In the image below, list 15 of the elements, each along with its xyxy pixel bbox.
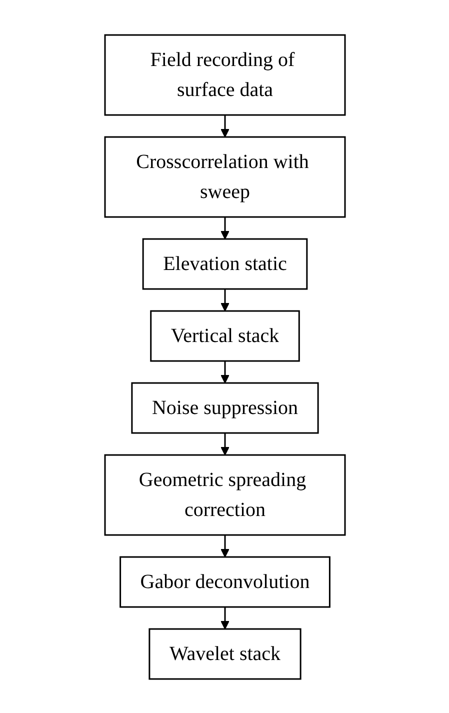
node-box: Gabor deconvolution <box>119 556 330 608</box>
node-box: Noise suppression <box>130 382 318 434</box>
node-box: Geometric spreading correction <box>104 454 346 536</box>
arrow <box>220 534 229 557</box>
arrow <box>220 288 229 311</box>
arrow <box>220 216 229 239</box>
node-box: Wavelet stack <box>148 628 301 680</box>
node-box: Crosscorrelation with sweep <box>104 136 346 218</box>
arrow <box>220 606 229 629</box>
node-box: Field recording of surface data <box>104 34 346 116</box>
node-box: Vertical stack <box>150 310 300 362</box>
arrow <box>220 432 229 455</box>
node-box: Elevation static <box>142 238 308 290</box>
arrow <box>220 360 229 383</box>
arrow <box>220 114 229 137</box>
